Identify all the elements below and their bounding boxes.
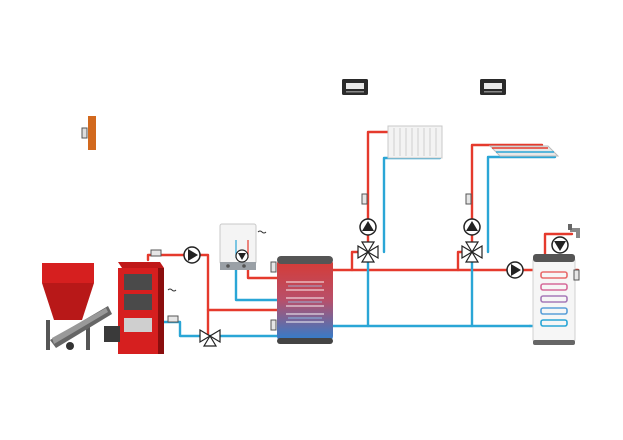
thermostat-icon bbox=[480, 79, 506, 95]
sensor-icon bbox=[150, 249, 162, 257]
pellet-hopper-icon bbox=[42, 263, 112, 350]
pipe-dhw-hot-out bbox=[543, 232, 574, 260]
signal-marks bbox=[167, 230, 267, 292]
pump-icon bbox=[506, 261, 524, 279]
sensor-icon bbox=[167, 315, 179, 323]
pipe-gas-boiler-flow bbox=[246, 268, 280, 280]
sensor-icon bbox=[573, 269, 580, 281]
sensor-icon bbox=[361, 193, 368, 205]
mixing-valve-icon bbox=[461, 241, 483, 263]
pump-icon bbox=[183, 246, 201, 264]
pipe-gas-boiler-return bbox=[234, 268, 280, 302]
pipe-underfloor-return bbox=[470, 155, 557, 328]
pipe-radiator-return bbox=[366, 148, 442, 328]
radiator-icon bbox=[387, 125, 443, 159]
boiler-icon bbox=[104, 262, 164, 354]
wall-boiler-icon bbox=[219, 223, 257, 270]
mixing-valve-icon bbox=[357, 241, 379, 263]
underfloor-icon bbox=[488, 145, 560, 157]
dhw-cylinder-icon bbox=[532, 254, 576, 345]
pump-icon bbox=[551, 236, 569, 254]
thermostat-icon bbox=[342, 79, 368, 95]
sensor-icon bbox=[270, 319, 277, 331]
mixing-valve-icon bbox=[199, 328, 221, 347]
pump-icon bbox=[359, 218, 377, 236]
pump-icon bbox=[463, 218, 481, 236]
gas-boiler-pump-icon bbox=[235, 249, 249, 263]
outdoor-sensor-icon bbox=[81, 116, 96, 150]
tap-icon bbox=[568, 224, 580, 238]
temperature-sensors bbox=[150, 193, 580, 331]
pipe-boiler-flow bbox=[146, 253, 280, 312]
sensor-icon bbox=[465, 193, 472, 205]
sensor-icon bbox=[270, 261, 277, 273]
buffer-tank-icon bbox=[277, 256, 333, 344]
